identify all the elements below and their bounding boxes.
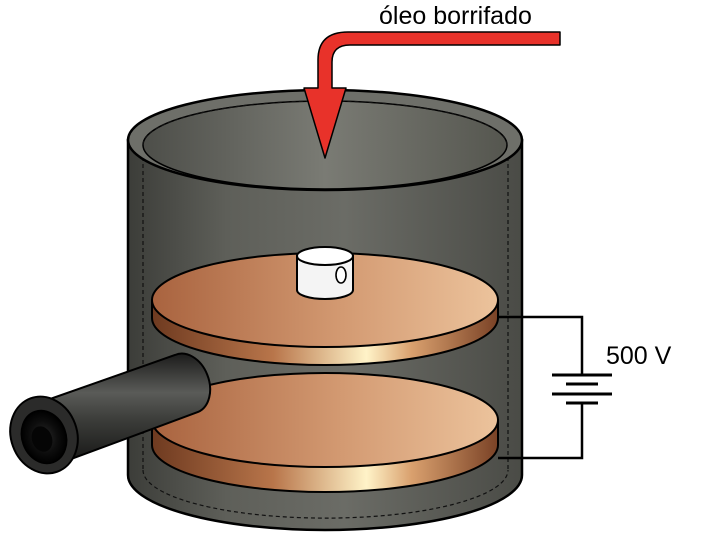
spray-arrow-icon (303, 31, 561, 159)
telescope-icon (9, 352, 212, 475)
circuit (498, 315, 612, 460)
lower-plate (151, 372, 499, 493)
voltage-label: 500 V (606, 342, 672, 370)
spray-label: óleo borrifado (379, 2, 532, 30)
cylinder-hole-icon (296, 246, 354, 300)
battery-icon (552, 373, 612, 405)
